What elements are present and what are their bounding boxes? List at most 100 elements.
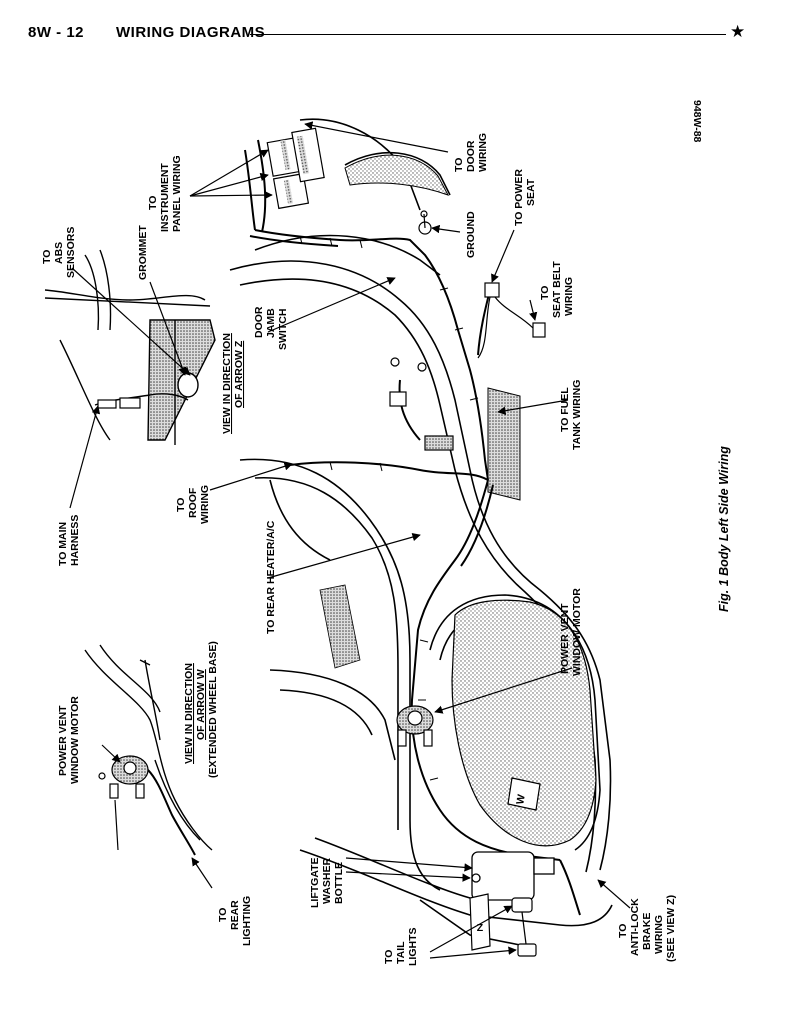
figure-id-text: 948W-88 — [691, 100, 703, 143]
ground-bolt — [418, 210, 432, 235]
label-rear-lighting: TO REAR LIGHTING — [217, 896, 253, 946]
page-header: 8W - 12 WIRING DIAGRAMS ★ — [28, 22, 768, 46]
label-view-z: VIEW IN DIRECTION OF ARROW Z — [221, 333, 245, 434]
label-fuel-tank: TO FUEL TANK WIRING — [559, 380, 583, 450]
label-power-vent-inset: POWER VENT WINDOW MOTOR — [57, 696, 81, 784]
svg-text:LIGHTING: LIGHTING — [241, 896, 253, 946]
svg-text:POWER VENT: POWER VENT — [57, 705, 69, 776]
inset-view-z — [44, 249, 216, 445]
svg-text:TANK WIRING: TANK WIRING — [571, 380, 583, 450]
fuel-tank-panel — [487, 387, 521, 501]
rear-window-panel — [319, 584, 361, 669]
svg-text:TO: TO — [41, 250, 53, 264]
svg-text:WINDOW MOTOR: WINDOW MOTOR — [571, 588, 583, 676]
label-roof-wiring: TO ROOF WIRING — [175, 485, 211, 524]
instrument-panel-connectors — [266, 127, 325, 210]
svg-text:PANEL WIRING: PANEL WIRING — [171, 155, 183, 232]
svg-text:SEAT: SEAT — [525, 178, 537, 206]
svg-text:OF ARROW Z: OF ARROW Z — [233, 340, 245, 408]
arrow-z-marker: Z — [469, 893, 491, 951]
svg-text:BOTTLE: BOTTLE — [333, 862, 345, 904]
section-title: WIRING DIAGRAMS — [116, 24, 266, 41]
label-power-seat: TO POWER SEAT — [513, 169, 537, 226]
svg-text:WIRING: WIRING — [563, 277, 575, 316]
inset-w-lead — [114, 799, 119, 851]
leader-lines — [69, 121, 631, 959]
arrow-w-label: W — [514, 793, 528, 805]
svg-text:ABS: ABS — [53, 242, 65, 264]
label-rear-heater: TO REAR HEATER/A/C — [265, 520, 277, 634]
svg-text:SEAT BELT: SEAT BELT — [551, 261, 563, 318]
label-view-w: VIEW IN DIRECTION OF ARROW W (EXTENDED W… — [183, 641, 219, 778]
figure-id: 948W-88 — [691, 100, 703, 143]
svg-text:TO POWER: TO POWER — [513, 169, 525, 226]
label-door-wiring: TO DOOR WIRING — [453, 133, 489, 172]
svg-text:OF ARROW W: OF ARROW W — [195, 669, 207, 740]
svg-text:SENSORS: SENSORS — [65, 227, 77, 278]
seat-connectors — [477, 282, 546, 359]
label-tail-lights: TO TAIL LIGHTS — [383, 928, 419, 967]
svg-text:VIEW IN DIRECTION: VIEW IN DIRECTION — [221, 333, 233, 434]
svg-text:TO: TO — [147, 196, 159, 210]
label-main-harness: TO MAIN HARNESS — [57, 515, 81, 566]
svg-text:TO MAIN: TO MAIN — [57, 522, 69, 566]
harness-tape-marks — [299, 235, 479, 781]
svg-text:VIEW IN DIRECTION: VIEW IN DIRECTION — [183, 663, 195, 764]
svg-text:LIGHTS: LIGHTS — [407, 928, 419, 967]
label-door-jamb: DOOR JAMB SWITCH — [253, 306, 289, 350]
svg-text:Fig. 1 Body Left Side Wiring: Fig. 1 Body Left Side Wiring — [717, 446, 731, 612]
door-jamb-connectors — [389, 357, 454, 451]
svg-text:INSTRUMENT: INSTRUMENT — [159, 163, 171, 232]
tail-light-sockets — [511, 897, 537, 957]
svg-text:GROUND: GROUND — [465, 211, 477, 258]
label-abs-sensors: TO ABS SENSORS — [41, 227, 77, 278]
svg-text:ANTI-LOCK: ANTI-LOCK — [629, 898, 641, 956]
star-icon: ★ — [730, 22, 746, 41]
inset-w-motor — [98, 755, 149, 799]
page-number: 8W - 12 — [28, 24, 85, 41]
svg-text:TO: TO — [383, 950, 395, 964]
header-rule — [250, 34, 726, 35]
label-grommet: GROMMET — [137, 225, 149, 280]
quarter-trim-panel — [451, 599, 597, 847]
label-liftgate: LIFTGATE WASHER BOTTLE — [309, 857, 345, 908]
svg-text:REAR: REAR — [229, 900, 241, 930]
inset-view-w — [84, 644, 213, 851]
svg-text:ROOF: ROOF — [187, 487, 199, 518]
svg-text:TO FUEL: TO FUEL — [559, 387, 571, 432]
svg-text:JAMB: JAMB — [265, 308, 277, 338]
door-window-glass — [344, 154, 450, 196]
svg-text:WIRING: WIRING — [477, 133, 489, 172]
svg-text:DOOR: DOOR — [253, 306, 265, 338]
power-vent-motor-main — [396, 705, 434, 747]
inset-w-harness — [147, 769, 196, 856]
svg-text:TO: TO — [175, 498, 187, 512]
svg-text:WASHER: WASHER — [321, 857, 333, 904]
svg-text:POWER VENT: POWER VENT — [559, 603, 571, 674]
svg-text:LIFTGATE: LIFTGATE — [309, 857, 321, 908]
svg-text:TO: TO — [539, 286, 551, 300]
svg-text:DOOR: DOOR — [465, 140, 477, 172]
label-power-vent-main: POWER VENT WINDOW MOTOR — [559, 588, 583, 676]
svg-text:GROMMET: GROMMET — [137, 225, 149, 280]
svg-text:WIRING: WIRING — [653, 915, 665, 954]
arrow-z-label: Z — [477, 922, 484, 934]
svg-text:WINDOW MOTOR: WINDOW MOTOR — [69, 696, 81, 784]
svg-text:TO REAR HEATER/A/C: TO REAR HEATER/A/C — [265, 520, 277, 634]
svg-text:TO: TO — [617, 924, 629, 938]
washer-bottle — [471, 851, 555, 901]
svg-text:WIRING: WIRING — [199, 485, 211, 524]
inset-z-connector — [97, 397, 141, 409]
svg-text:BRAKE: BRAKE — [641, 913, 653, 950]
svg-text:HARNESS: HARNESS — [69, 515, 81, 566]
svg-text:(EXTENDED WHEEL BASE): (EXTENDED WHEEL BASE) — [207, 641, 219, 778]
arrow-w-marker: W — [507, 777, 541, 811]
svg-text:(SEE VIEW Z): (SEE VIEW Z) — [665, 895, 677, 962]
svg-text:SWITCH: SWITCH — [277, 309, 289, 350]
label-anti-lock: TO ANTI-LOCK BRAKE WIRING (SEE VIEW Z) — [617, 895, 677, 962]
label-seat-belt: TO SEAT BELT WIRING — [539, 261, 575, 318]
svg-text:TO: TO — [453, 158, 465, 172]
vehicle-body-outline — [229, 118, 613, 946]
svg-text:TO: TO — [217, 908, 229, 922]
